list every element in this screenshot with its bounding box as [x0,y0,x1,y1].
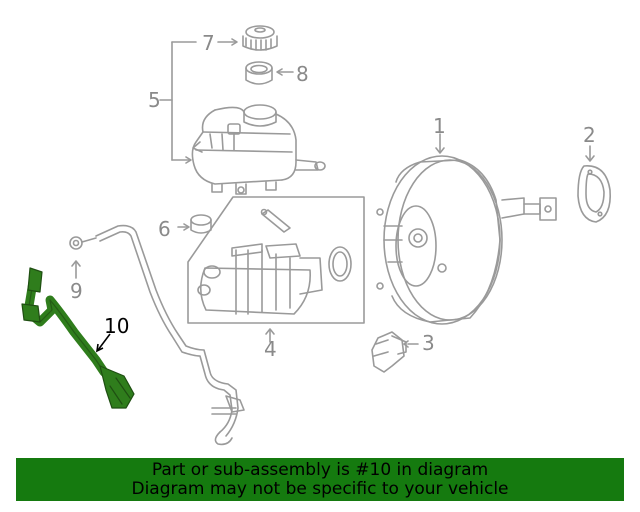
banner-line-2: Diagram may not be specific to your vehi… [131,478,509,499]
master-cylinder-part-4 [187,196,365,343]
callout-6: 6 [158,217,171,241]
callout-10: 10 [104,314,129,338]
brake-booster-part-1 [376,133,557,325]
callout-1: 1 [433,114,446,138]
callout-4: 4 [264,337,277,361]
callout-2: 2 [583,123,596,147]
callout-9: 9 [70,279,83,303]
reservoir-seal-part-8 [245,61,273,85]
callout-5-bracket [159,38,294,164]
grommet-part-6 [177,214,212,234]
vacuum-hose-part-10 [21,267,135,409]
callout-labels: 1 2 3 4 5 6 7 8 9 10 [70,31,596,361]
callout-7: 7 [202,31,215,55]
callout-3: 3 [422,331,435,355]
gasket-part-2 [577,145,612,223]
callout-5: 5 [148,88,161,112]
vacuum-sensor-part-3 [371,331,419,373]
fluid-reservoir-part-5 [191,104,326,195]
callout-8: 8 [296,62,309,86]
brake-line [95,224,245,446]
reservoir-cap-part-7 [242,25,278,51]
banner-line-1: Part or sub-assembly is #10 in diagram [151,459,489,480]
info-banner: Part or sub-assembly is #10 in diagram D… [16,458,624,501]
callout-10-leader [95,333,111,353]
brake-line-fitting-part-9 [69,236,97,279]
